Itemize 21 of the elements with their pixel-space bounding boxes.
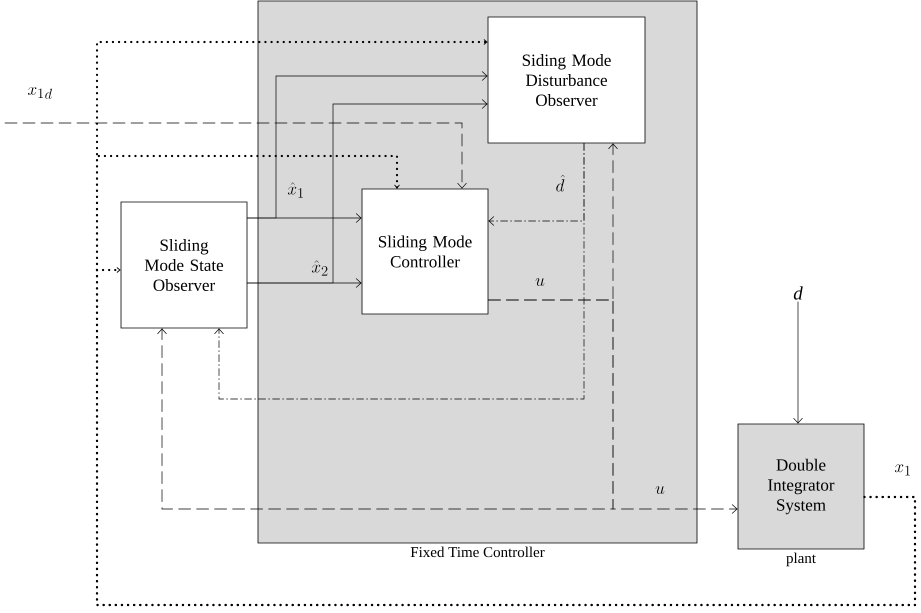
connector-arrow [214, 143, 584, 400]
signal-label: d [794, 286, 803, 300]
signal-label: $\hat{x}_1$ [288, 182, 303, 198]
signal-label: $\hat{x}_2$ [312, 260, 328, 276]
signal-label: $u$ [656, 486, 664, 494]
signal-label: $\hat{d}$ [556, 174, 565, 192]
signal-label: $x_1$ [894, 464, 910, 476]
connector-arrow [96, 267, 916, 606]
connector-arrow [247, 99, 488, 284]
connector-arrow [157, 300, 614, 510]
signal-label: ${x_1}_d$ [28, 87, 52, 99]
plant-box: Double Integrator System plant [738, 424, 864, 566]
node-label: plant [786, 552, 816, 566]
signal-label: $u$ [536, 278, 544, 286]
node-label: Fixed Time Controller [410, 546, 545, 558]
block-box: Sliding Mode Controller [362, 188, 488, 314]
connector-arrow [4, 122, 467, 189]
connector-arrow [793, 302, 803, 424]
connector-arrow [247, 71, 488, 218]
block-box: Siding Mode Disturbance Observer [488, 16, 646, 144]
block-box: Sliding Mode State Observer [120, 202, 248, 328]
